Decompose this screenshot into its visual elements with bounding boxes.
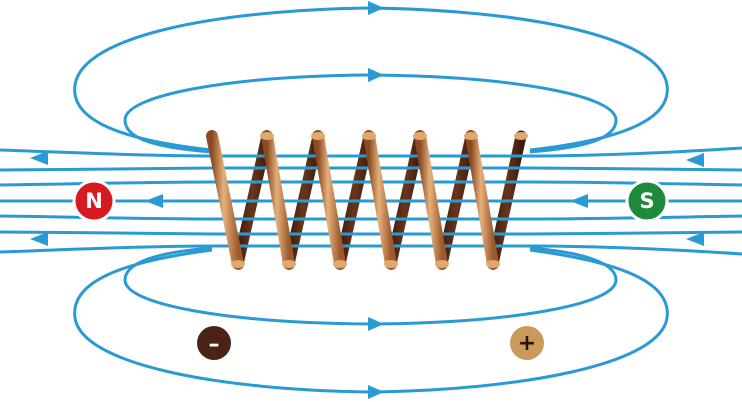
south-pole-label: S — [639, 189, 654, 213]
field-line-through — [0, 214, 742, 221]
coil-front-turn — [363, 130, 397, 270]
negative-terminal-circle — [197, 326, 231, 360]
positive-terminal-label: + — [518, 331, 536, 356]
coil-cap — [384, 260, 398, 268]
arrow-icon — [368, 385, 384, 399]
positive-terminal-circle — [510, 326, 544, 360]
coil-cap — [362, 132, 376, 140]
arrow-icon — [368, 68, 384, 82]
field-line-through — [0, 230, 742, 236]
arrow-icon — [30, 232, 48, 246]
arrow-icon — [686, 232, 704, 246]
arrow-icon — [30, 151, 48, 165]
coil-cap — [282, 260, 296, 268]
coil-front-turn — [261, 130, 295, 270]
coil-cap — [435, 260, 449, 268]
arrow-icon — [570, 194, 588, 208]
coil-cap — [311, 132, 325, 140]
coil-front-turns — [206, 130, 499, 270]
arrow-icon — [368, 1, 384, 15]
positive-terminal: + — [510, 326, 544, 360]
field-line-bottom-inner — [123, 246, 618, 326]
arrow-icon — [686, 153, 704, 167]
negative-terminal-label: – — [209, 332, 220, 357]
south-pole-marker: S — [625, 179, 669, 223]
coil-front-turn — [414, 130, 448, 270]
coil-cap — [413, 132, 427, 140]
north-pole-circle — [72, 179, 116, 223]
coil-cap — [514, 132, 528, 140]
north-pole-marker: N — [72, 179, 116, 223]
field-line-through — [0, 244, 742, 256]
coil-cap — [231, 260, 245, 268]
coil-cap — [260, 132, 274, 140]
coil-front-turn — [465, 130, 499, 270]
coil-caps — [231, 132, 528, 268]
north-pole-label: N — [85, 189, 103, 213]
coil-front-turn — [206, 130, 244, 270]
field-arrows — [30, 1, 704, 399]
coil-front-turn — [312, 130, 346, 270]
coil-cap — [486, 260, 500, 268]
negative-terminal: – — [197, 326, 231, 360]
coil-cap — [464, 132, 478, 140]
arrow-icon — [368, 317, 384, 331]
south-pole-circle — [625, 179, 669, 223]
arrow-icon — [145, 194, 163, 208]
coil-cap — [333, 260, 347, 268]
